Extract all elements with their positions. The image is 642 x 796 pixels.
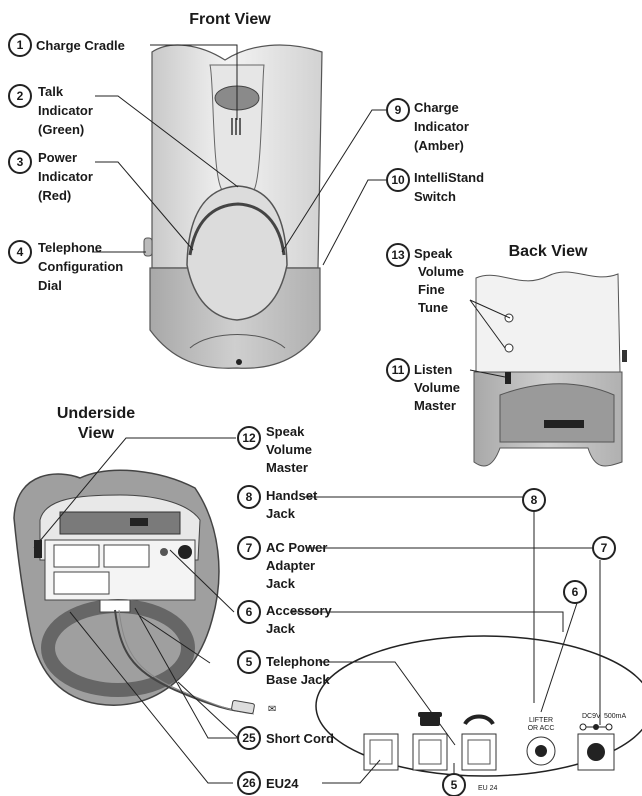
underside-view-illustration: ✉: [14, 470, 276, 715]
callout-label-line: IntelliStand: [414, 170, 484, 185]
callout-number: 8: [246, 490, 253, 504]
eu24-port-label: EU 24: [478, 785, 498, 792]
callout-label-line: (Amber): [414, 138, 464, 153]
callout-label-line: Listen: [414, 362, 452, 377]
callout-label-line: Telephone: [266, 654, 330, 669]
callout-1: 1: [9, 34, 31, 56]
callout-label-line: Dial: [38, 278, 62, 293]
callout-label-line: Volume: [418, 264, 464, 279]
back-view-illustration: [474, 272, 627, 466]
callout-label-line: Tune: [418, 300, 448, 315]
callout-number: 1: [17, 38, 24, 52]
dc-port-label: DC9V: [582, 713, 601, 720]
callout-label-line: Short Cord: [266, 731, 334, 746]
front-view-title: Front View: [189, 11, 271, 28]
callout-number: 2: [17, 89, 24, 103]
callout-3: 3: [9, 151, 31, 173]
callout-label-line: Adapter: [266, 558, 315, 573]
callout-number: 12: [242, 431, 256, 445]
callout-label-line: Accessory: [266, 603, 333, 618]
callout-25: 25: [238, 727, 260, 749]
callout-label-line: Telephone: [38, 240, 102, 255]
telephone-icon: [418, 712, 442, 726]
callout-label-line: Indicator: [38, 169, 93, 184]
callout-label-line: Talk: [38, 84, 64, 99]
callout-number: 7: [246, 541, 253, 555]
callout-number: 5: [246, 655, 253, 669]
callout-number: 25: [242, 731, 256, 745]
callout-label-line: Volume: [266, 442, 312, 457]
panel-bubble-number: 6: [572, 585, 579, 599]
panel-bubble-handset: 8: [523, 489, 545, 511]
callout-label-line: Fine: [418, 282, 445, 297]
callout-number: 3: [17, 155, 24, 169]
callout-10: 10: [387, 169, 409, 191]
callout-7: 7: [238, 537, 260, 559]
callout-label-line: Master: [266, 460, 308, 475]
callout-number: 10: [391, 173, 405, 187]
callout-number: 26: [242, 776, 256, 790]
callout-2: 2: [9, 85, 31, 107]
dc-port-rating: 500mA: [604, 713, 627, 720]
callout-label-line: Power: [38, 150, 77, 165]
underside-view-title-line1: Underside: [57, 405, 135, 422]
callout-5: 5: [238, 651, 260, 673]
panel-bubble-accessory: 6: [564, 581, 586, 603]
callout-label-line: Jack: [266, 576, 296, 591]
callout-12: 12: [238, 427, 260, 449]
callout-label-line: (Green): [38, 122, 84, 137]
callout-label-line: Indicator: [38, 103, 93, 118]
panel-bubble-number: 7: [601, 541, 608, 555]
callout-13: 13: [387, 244, 409, 266]
callout-label-line: AC Power: [266, 540, 327, 555]
callout-label-line: Configuration: [38, 259, 123, 274]
underside-view-title-line2: View: [78, 425, 115, 442]
callout-number: 4: [17, 245, 24, 259]
panel-bubble-number: 5: [451, 778, 458, 792]
callout-label-line: Volume: [414, 380, 460, 395]
callout-9: 9: [387, 99, 409, 121]
lifter-port-label-line2: OR ACC: [528, 725, 555, 732]
callout-label-line: Jack: [266, 506, 296, 521]
callout-number: 9: [395, 103, 402, 117]
callout-label-line: Speak: [414, 246, 453, 261]
callout-label-line: EU24: [266, 776, 299, 791]
callout-8: 8: [238, 486, 260, 508]
callout-label-line: Base Jack: [266, 672, 330, 687]
callout-label-line: Master: [414, 398, 456, 413]
lifter-port-label-line1: LIFTER: [529, 717, 553, 724]
panel-bubble-ac-power: 7: [593, 537, 615, 559]
port-panel: EU 24 LIFTER OR ACC DC9V 500mA: [316, 636, 642, 792]
callout-number: 13: [391, 248, 405, 262]
callout-number: 11: [392, 363, 405, 377]
panel-bubble-telephone: 5: [443, 774, 465, 796]
callout-label-line: Handset: [266, 488, 318, 503]
callout-label-line: Charge Cradle: [36, 38, 125, 53]
callout-label-line: Switch: [414, 189, 456, 204]
callout-26: 26: [238, 772, 260, 794]
svg-text:✉: ✉: [268, 704, 276, 715]
panel-bubble-number: 8: [531, 493, 538, 507]
callout-label-line: Jack: [266, 621, 296, 636]
back-view-title: Back View: [509, 243, 588, 260]
callout-label-line: Charge: [414, 100, 459, 115]
callout-4: 4: [9, 241, 31, 263]
callout-label-line: Indicator: [414, 119, 469, 134]
front-view-illustration: [144, 45, 322, 368]
callout-label-line: Speak: [266, 424, 305, 439]
callout-number: 6: [246, 605, 253, 619]
callout-6: 6: [238, 601, 260, 623]
callout-11: 11: [387, 359, 409, 381]
callout-label-line: (Red): [38, 188, 71, 203]
